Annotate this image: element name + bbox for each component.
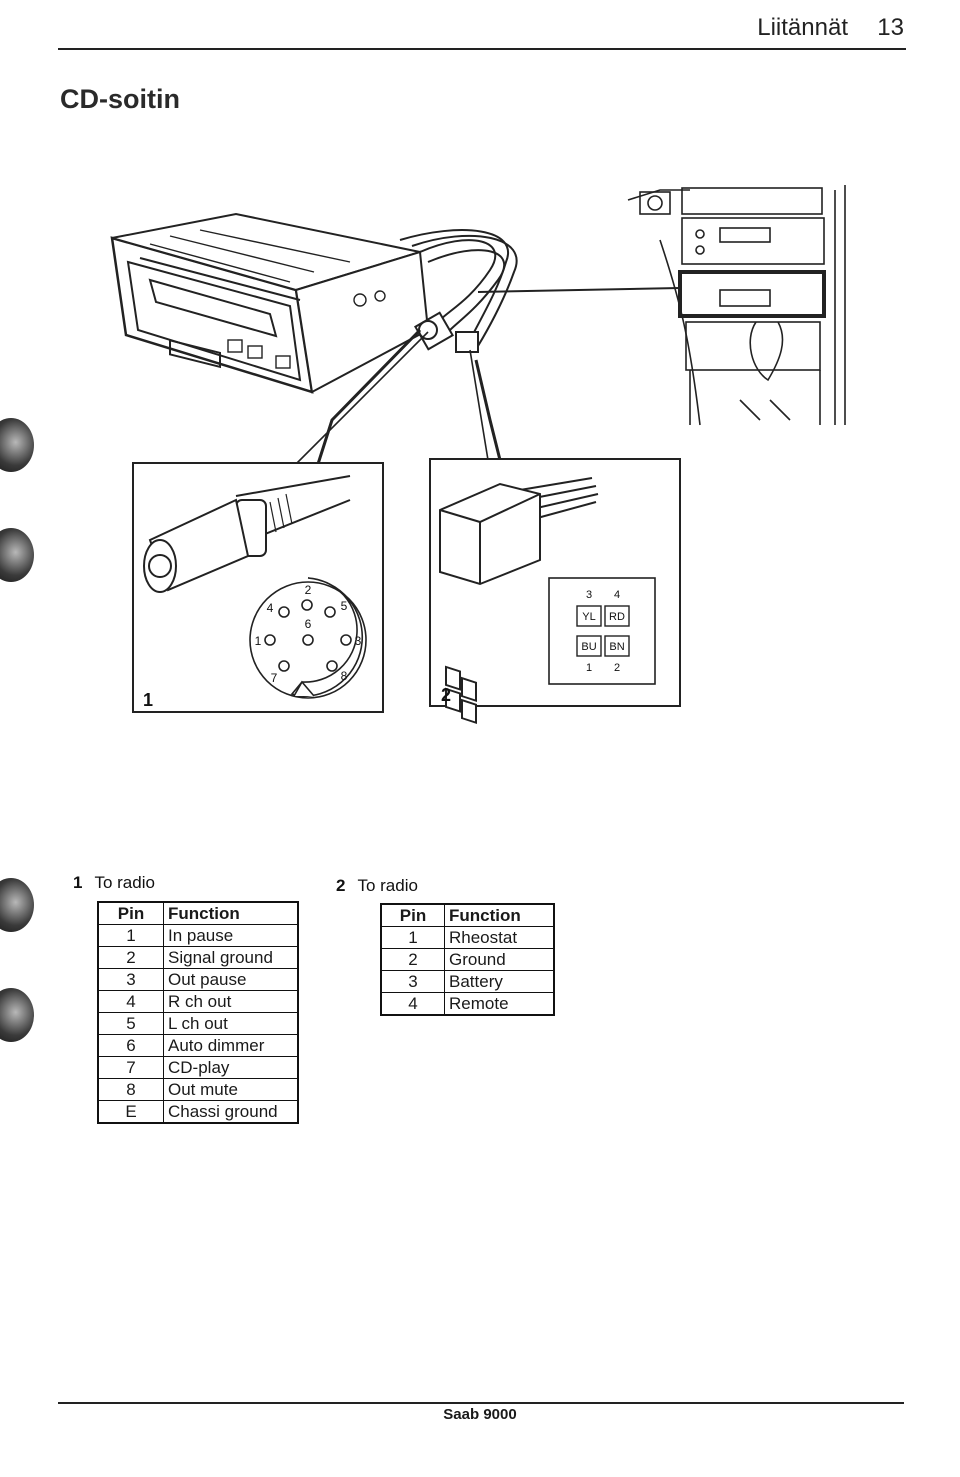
din-pin-5-label: 5: [341, 599, 348, 613]
function-cell: In pause: [163, 924, 299, 947]
table1-number: 1: [73, 873, 83, 892]
panel-four-pin-connector: 3 4 YL RD BU BN 1 2 2: [429, 458, 681, 724]
function-cell: Ground: [444, 948, 555, 971]
cable-bundle-drawing: [399, 229, 681, 353]
function-cell: Remote: [444, 992, 555, 1016]
pin-3-number: 3: [586, 589, 592, 601]
pin-cell: 4: [380, 992, 445, 1016]
pin-2-number: 2: [614, 662, 620, 674]
din-pin-diagram: [249, 577, 367, 699]
pin-1-number: 1: [586, 662, 592, 674]
pin-3-color: YL: [582, 611, 595, 623]
pin-cell: E: [97, 1100, 164, 1124]
function-cell: L ch out: [163, 1012, 299, 1035]
pin-cell: 3: [380, 970, 445, 993]
function-cell: Chassi ground: [163, 1100, 299, 1124]
binder-hole-icon: [0, 878, 34, 932]
function-cell: Out pause: [163, 968, 299, 991]
function-cell: Battery: [444, 970, 555, 993]
pin-cell: 3: [97, 968, 164, 991]
table2-number: 2: [336, 876, 346, 895]
table1-caption-text: To radio: [94, 873, 155, 892]
din-plug-drawing: [143, 475, 351, 593]
section-title: CD-soitin: [60, 84, 180, 114]
pin-cell: 7: [97, 1056, 164, 1079]
pin-cell: 1: [97, 924, 164, 947]
four-pin-plug-drawing: [439, 477, 599, 724]
function-cell: R ch out: [163, 990, 299, 1013]
callout-leader-lines: [295, 328, 502, 465]
panel-2-label: 2: [441, 685, 451, 705]
pin-cell: 2: [97, 946, 164, 969]
header-divider: [58, 48, 906, 50]
chapter-title: Liitännät: [757, 14, 848, 41]
table2-caption-text: To radio: [357, 876, 418, 895]
panel-1-label: 1: [143, 690, 153, 710]
binder-hole-icon: [0, 988, 34, 1042]
pin-cell: 8: [97, 1078, 164, 1101]
pin-1-color: BU: [581, 641, 596, 653]
footer-model-name: Saab 9000: [443, 1406, 517, 1423]
pin-color-diagram: 3 4 YL RD BU BN 1 2: [548, 577, 656, 685]
function-cell: Auto dimmer: [163, 1034, 299, 1057]
cd-player-unit-drawing: [110, 212, 430, 394]
cd-player-wiring-illustration: 2 4 5 6 1 3 7 8 1: [110, 185, 846, 724]
din-pin-3-label: 3: [355, 634, 362, 648]
function-cell: Signal ground: [163, 946, 299, 969]
column-header-function: Function: [163, 901, 299, 925]
din-pin-8-label: 8: [341, 669, 348, 683]
function-cell: CD-play: [163, 1056, 299, 1079]
table1-caption: 1 To radio: [73, 873, 155, 893]
pin-2-color: BN: [609, 641, 624, 653]
din-pin-2-label: 2: [305, 583, 312, 597]
pin-cell: 1: [380, 926, 445, 949]
table2-caption: 2 To radio: [336, 876, 418, 896]
din-pin-7-label: 7: [271, 671, 278, 685]
column-header-function: Function: [444, 903, 555, 927]
pin-4-number: 4: [614, 589, 620, 601]
table-header-row: Pin Function: [97, 901, 299, 925]
pin-cell: 5: [97, 1012, 164, 1035]
pin-cell: 2: [380, 948, 445, 971]
function-cell: Out mute: [163, 1078, 299, 1101]
pin-cell: 4: [97, 990, 164, 1013]
din-pin-1-label: 1: [255, 634, 262, 648]
column-header-pin: Pin: [380, 903, 445, 927]
footer-divider: [58, 1402, 904, 1404]
page-number: 13: [877, 14, 904, 41]
pin-cell: 6: [97, 1034, 164, 1057]
pin-4-color: RD: [609, 611, 625, 623]
din-pin-4-label: 4: [267, 601, 274, 615]
table-header-row: Pin Function: [380, 903, 555, 927]
column-header-pin: Pin: [97, 901, 164, 925]
panel-din-connector: 2 4 5 6 1 3 7 8 1: [132, 462, 384, 713]
function-cell: Rheostat: [444, 926, 555, 949]
din-pin-6-label: 6: [305, 617, 312, 631]
dashboard-console-drawing: [627, 185, 846, 426]
